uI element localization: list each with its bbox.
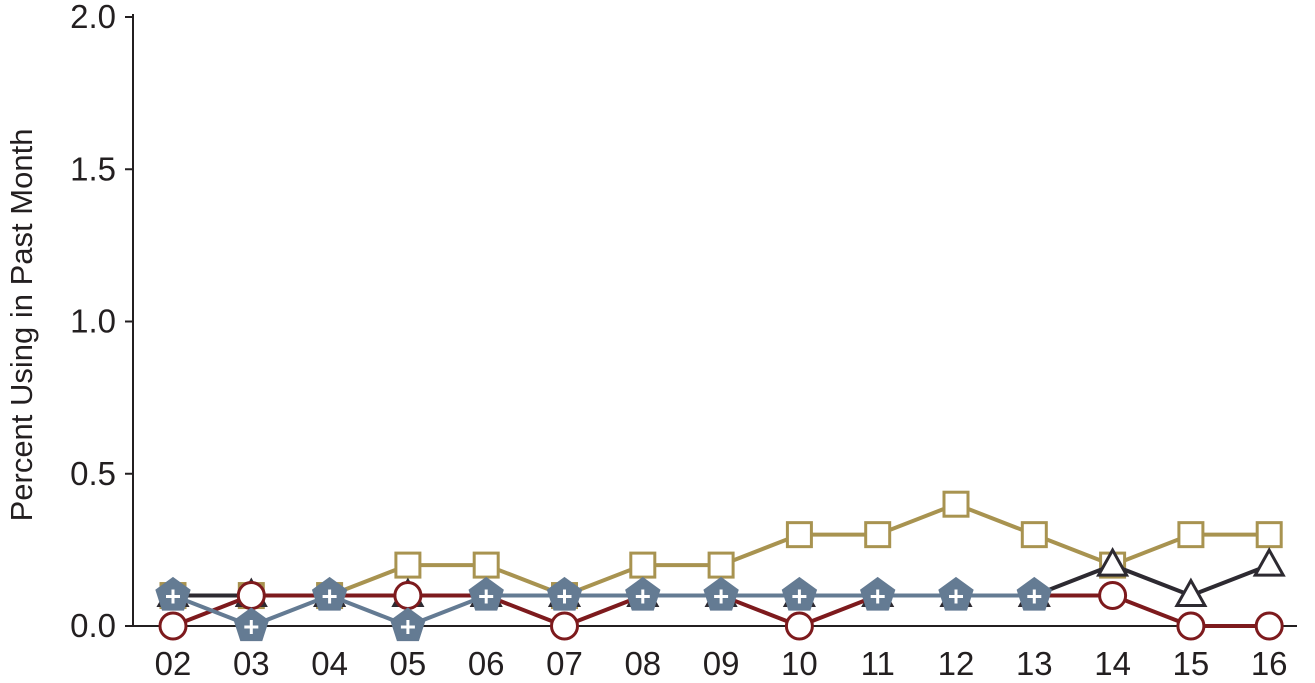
x-axis-ticks: 02 03 04 05 06 07 08 09 10 11 12 13 14 15 16 [155,645,1288,682]
data-point [394,551,422,579]
x-tick-label: 16 [1251,645,1288,682]
data-point [1176,611,1206,641]
plus-icon [557,589,572,604]
data-point [1020,521,1048,549]
y-axis-ticks: 0.0 0.5 1.0 1.5 2.0 [70,0,133,644]
x-tick-label: 14 [1094,645,1131,682]
x-tick-label: 08 [624,645,661,682]
data-point [707,551,735,579]
data-point [785,521,813,549]
x-tick-label: 15 [1173,645,1210,682]
plus-icon [166,589,180,604]
data-point [1177,521,1205,549]
x-tick-label: 10 [781,645,818,682]
series-layer [155,490,1286,642]
plus-icon [949,589,963,604]
x-tick-label: 11 [861,645,895,682]
x-tick-label: 12 [938,645,975,682]
data-point [864,521,892,549]
data-point [472,551,500,579]
data-point [550,611,579,641]
y-tick-label: 0.0 [70,607,116,644]
x-tick-label: 03 [233,645,270,682]
plus-icon [714,589,729,604]
x-tick-label: 07 [546,645,583,682]
plus-icon [635,589,650,604]
y-tick-label: 2.0 [70,0,116,35]
y-tick-label: 1.5 [70,150,116,187]
x-tick-label: 02 [155,645,192,682]
data-point [1254,611,1284,641]
x-tick-label: 09 [703,645,740,682]
data-point [1255,521,1283,549]
data-point [1174,577,1208,608]
plus-icon [244,620,259,634]
y-tick-label: 1.0 [70,303,116,340]
x-tick-label: 13 [1016,645,1053,682]
data-point [784,611,814,641]
series-4 [155,576,1052,642]
y-tick-label: 0.5 [70,455,116,492]
data-point [393,581,423,611]
data-point [236,581,266,611]
plus-icon [1027,589,1042,604]
plus-icon [400,620,415,634]
x-tick-label: 06 [468,645,505,682]
data-point [942,490,970,518]
x-tick-label: 04 [311,645,348,682]
plus-icon [479,589,494,604]
data-point [158,611,188,641]
y-axis-title: Percent Using in Past Month [4,129,39,522]
plus-icon [870,589,885,604]
data-point [1096,547,1130,577]
data-point [1098,581,1128,611]
data-point [1252,547,1286,577]
x-tick-label: 05 [390,645,427,682]
plus-icon [322,589,337,604]
data-point [629,551,657,579]
plus-icon [792,589,807,604]
